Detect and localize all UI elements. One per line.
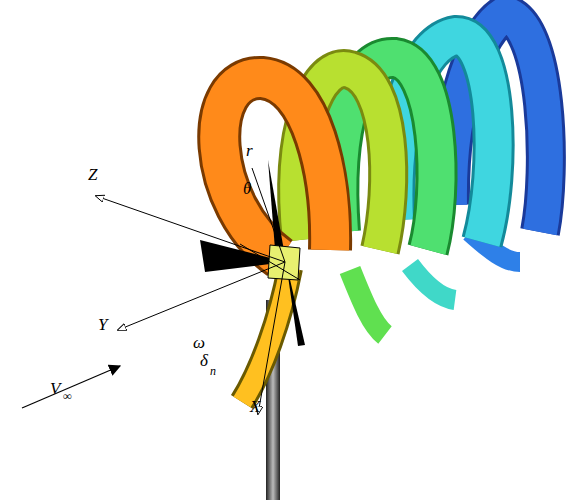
axis-label: Z	[88, 166, 97, 183]
wind-arrow	[22, 366, 120, 408]
axis-label: Y	[98, 316, 107, 333]
subscript-label: ∞	[63, 390, 72, 402]
rotation-label: ω	[193, 334, 205, 351]
symbol-label: δ	[200, 352, 208, 369]
axis	[96, 168, 300, 414]
angle-label: θ	[243, 180, 251, 197]
subscript-label: n	[210, 365, 216, 377]
axis-label: X	[250, 398, 260, 415]
velocity-label: V	[50, 380, 60, 397]
radius-label: r	[246, 142, 253, 159]
blade	[219, 14, 546, 402]
